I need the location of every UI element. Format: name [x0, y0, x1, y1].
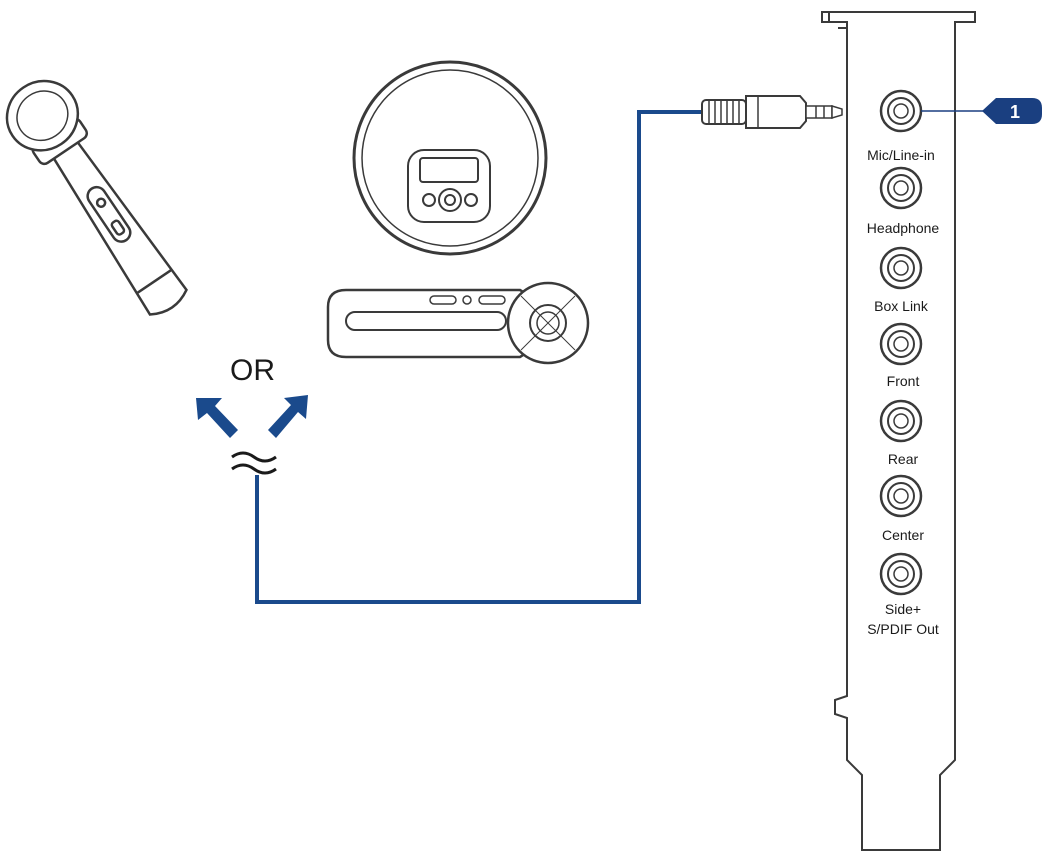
cable-break-symbol — [231, 451, 277, 475]
port-label: S/PDIF Out — [867, 621, 939, 637]
port-center — [879, 474, 923, 518]
port-label: Box Link — [874, 298, 929, 314]
right-arrow — [268, 395, 308, 438]
port-label: Front — [887, 373, 920, 389]
port-side-spdif — [879, 552, 923, 596]
left-arrow — [196, 398, 238, 438]
port-front — [879, 322, 923, 366]
port-rear — [879, 399, 923, 443]
port-label: Headphone — [867, 220, 940, 236]
port-label: Side+ — [885, 601, 921, 617]
cd-player-illustration — [352, 60, 548, 256]
audio-cable — [255, 110, 702, 604]
portable-player-illustration — [326, 281, 590, 365]
callout-badge: 1 — [982, 98, 1042, 124]
port-label: Rear — [888, 451, 919, 467]
or-label: OR — [230, 354, 275, 387]
port-mic-line-in — [879, 89, 923, 133]
port-label: Center — [882, 527, 924, 543]
port-headphone — [879, 166, 923, 210]
port-box-link — [879, 246, 923, 290]
port-label: Mic/Line-in — [867, 147, 935, 163]
microphone-illustration — [5, 79, 188, 316]
audio-jack-plug — [701, 95, 843, 129]
callout-number: 1 — [1010, 102, 1020, 122]
